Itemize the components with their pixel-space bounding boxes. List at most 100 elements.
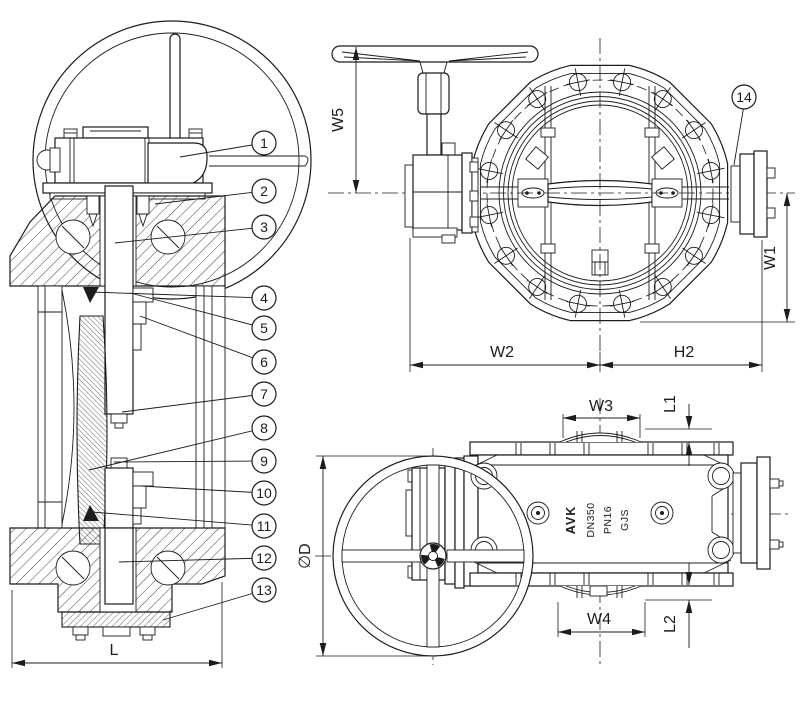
bore-edge <box>61 289 75 525</box>
dim-H2-label: H2 <box>674 344 695 361</box>
handwheel-spoke <box>169 33 181 143</box>
dim-L2: L2 <box>645 563 712 648</box>
top-seat-bump <box>559 432 642 443</box>
input-shaft <box>426 113 442 156</box>
callout-5-label: 5 <box>260 320 268 336</box>
dim-W2-label: W2 <box>490 344 514 361</box>
plan-view: AVK DN350 PN16 GJS <box>297 395 792 668</box>
callout-14-label: 14 <box>736 89 752 105</box>
disc-tab <box>525 146 549 170</box>
gland-stud <box>86 195 100 215</box>
callout-12: 12 <box>118 545 277 571</box>
disc-tab <box>651 146 675 170</box>
callout-2-label: 2 <box>260 183 268 199</box>
dim-W4-label: W4 <box>587 611 611 628</box>
handwheel-spoke <box>341 549 423 563</box>
dim-L-label: L <box>110 642 119 659</box>
callout-1: 1 <box>179 130 277 158</box>
callout-13: 13 <box>162 577 277 621</box>
gearbox-front-body <box>412 154 463 231</box>
dim-W3: W3 <box>562 398 641 438</box>
bottom-cover-plate <box>61 611 171 628</box>
body-marking-pn: PN16 <box>602 506 614 534</box>
body-marking-brand: AVK <box>564 506 578 534</box>
dim-L1-label: L1 <box>662 395 679 413</box>
gear-operator-front <box>404 142 479 244</box>
callout-8-label: 8 <box>260 420 268 436</box>
cover-bolt <box>139 626 156 636</box>
handwheel-spoke <box>426 464 440 548</box>
callout-6-label: 6 <box>260 354 268 370</box>
flange-ticks <box>515 431 720 598</box>
dim-W1: W1 <box>640 193 795 323</box>
callout-8: 8 <box>88 415 277 471</box>
top-flange-face <box>469 441 734 456</box>
dim-L2-label: L2 <box>662 615 679 633</box>
callout-11-label: 11 <box>257 518 272 534</box>
callout-11: 11 <box>91 511 277 539</box>
disc-ribs <box>525 86 675 300</box>
stem-screw <box>110 413 128 424</box>
callout-9-label: 9 <box>260 453 268 469</box>
cap-bolt <box>766 207 776 219</box>
gearbox-cover <box>82 126 149 139</box>
dim-W2-H2: W2 H2 <box>409 238 763 372</box>
callout-6: 6 <box>139 315 277 375</box>
dim-W3-label: W3 <box>589 398 613 415</box>
cap-bolt <box>766 167 776 179</box>
cover-bolt <box>72 626 89 636</box>
callout-9: 9 <box>113 448 277 474</box>
callout-4: 4 <box>90 285 277 311</box>
upper-bearing <box>132 287 154 303</box>
dim-W1-label: W1 <box>762 246 779 270</box>
callout-3: 3 <box>114 214 277 244</box>
dim-D-label: ∅D <box>297 543 314 569</box>
dim-L: L <box>11 582 223 668</box>
handwheel-hub <box>417 72 450 115</box>
handwheel-rim-outer <box>32 20 312 300</box>
callout-10-label: 10 <box>256 485 272 501</box>
callout-2: 2 <box>154 178 277 205</box>
callout-7-label: 7 <box>260 386 268 402</box>
body-left-wall <box>37 285 63 529</box>
lug-bolt-boss <box>707 536 735 564</box>
bottom-flange-face <box>469 572 734 587</box>
body-right-wall <box>195 285 226 529</box>
callout-7: 7 <box>121 381 277 413</box>
handwheel-spoke <box>426 564 440 648</box>
body-marking-dn: DN350 <box>585 502 597 537</box>
dim-L1: L1 <box>645 395 712 466</box>
dim-D: ∅D <box>297 455 428 657</box>
dim-W5: W5 <box>330 47 360 193</box>
handwheel-plan <box>332 455 534 657</box>
gear-operator-plan <box>405 455 479 589</box>
callout-12-label: 12 <box>256 550 272 566</box>
front-view: 14 W5 W1 W2 H2 <box>328 38 795 372</box>
callout-13-label: 13 <box>256 582 272 598</box>
callout-14: 14 <box>731 84 757 166</box>
lever-rod <box>209 155 309 167</box>
callout-4-label: 4 <box>260 290 268 306</box>
seat-ring-lower <box>83 505 99 521</box>
valve-body-plan: AVK DN350 PN16 GJS <box>469 431 735 598</box>
lower-bearing <box>132 471 154 487</box>
upper-stem <box>104 185 134 415</box>
seat-ring-upper <box>83 287 99 303</box>
flange-inner-outline <box>479 72 721 314</box>
shaft-end-cap-plan <box>732 456 784 570</box>
dim-W4: W4 <box>557 602 646 637</box>
dim-W5-label: W5 <box>330 108 347 132</box>
gearbox-bell-housing <box>147 142 208 188</box>
handwheel-rim-edge <box>331 45 539 63</box>
shaft-end-cap <box>730 150 776 238</box>
flange-bolts <box>475 68 725 318</box>
body-marking-material: GJS <box>619 509 631 531</box>
gland-stud <box>136 195 150 215</box>
handwheel-spoke <box>446 549 525 563</box>
callout-10: 10 <box>140 480 277 506</box>
handwheel-rim-outer <box>332 455 534 657</box>
